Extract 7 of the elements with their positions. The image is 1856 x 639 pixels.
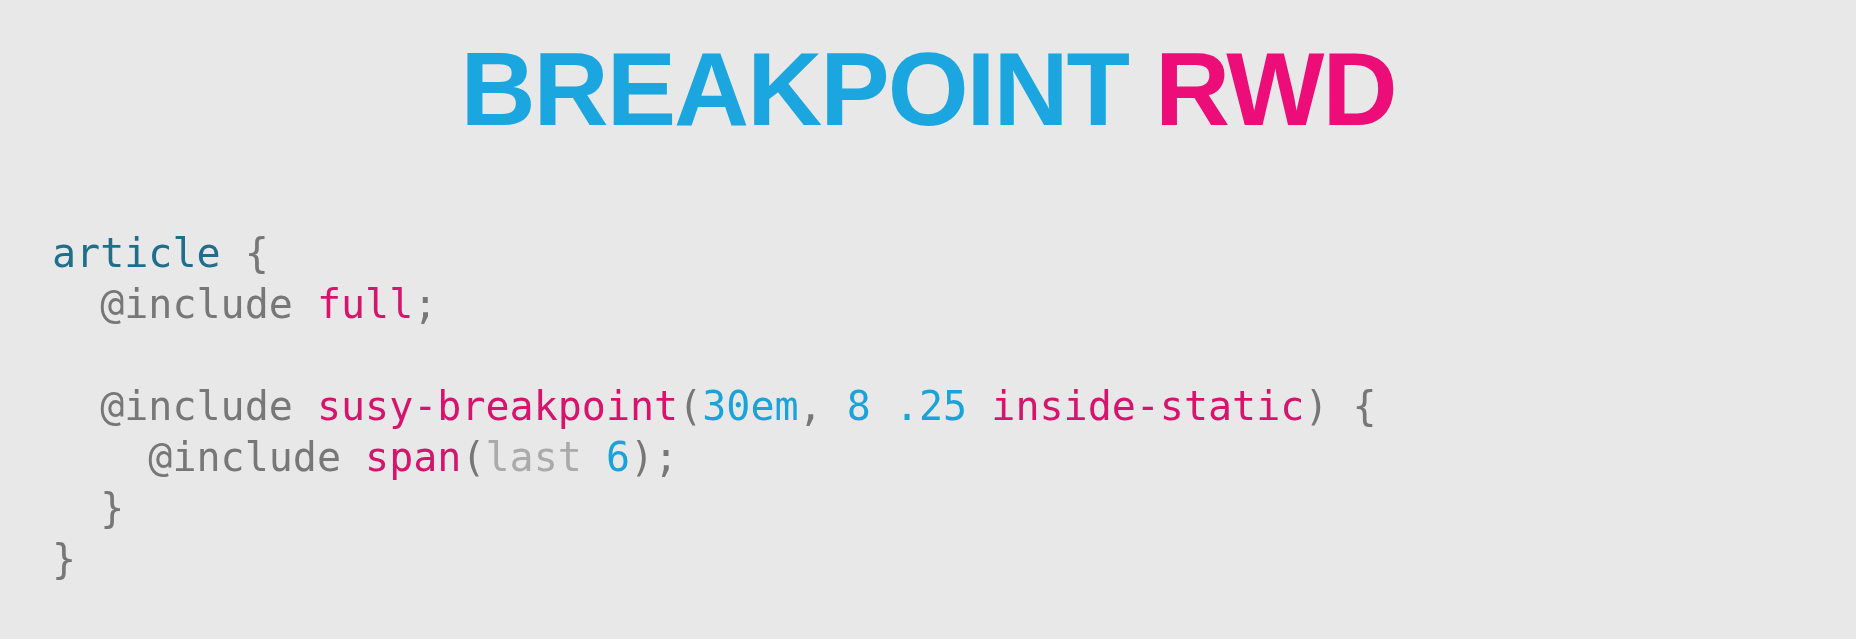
code-line: }: [99, 484, 125, 533]
code-line: }: [52, 535, 77, 584]
code-line: @include full;: [99, 280, 438, 329]
code-line: @include span(last 6);: [147, 433, 679, 482]
code-line: article {: [52, 229, 269, 278]
slide-title: BREAKPOINT RWD: [459, 30, 1397, 149]
code-line: @include susy-breakpoint(30em, 8 .25 inside-static) {: [99, 382, 1377, 431]
